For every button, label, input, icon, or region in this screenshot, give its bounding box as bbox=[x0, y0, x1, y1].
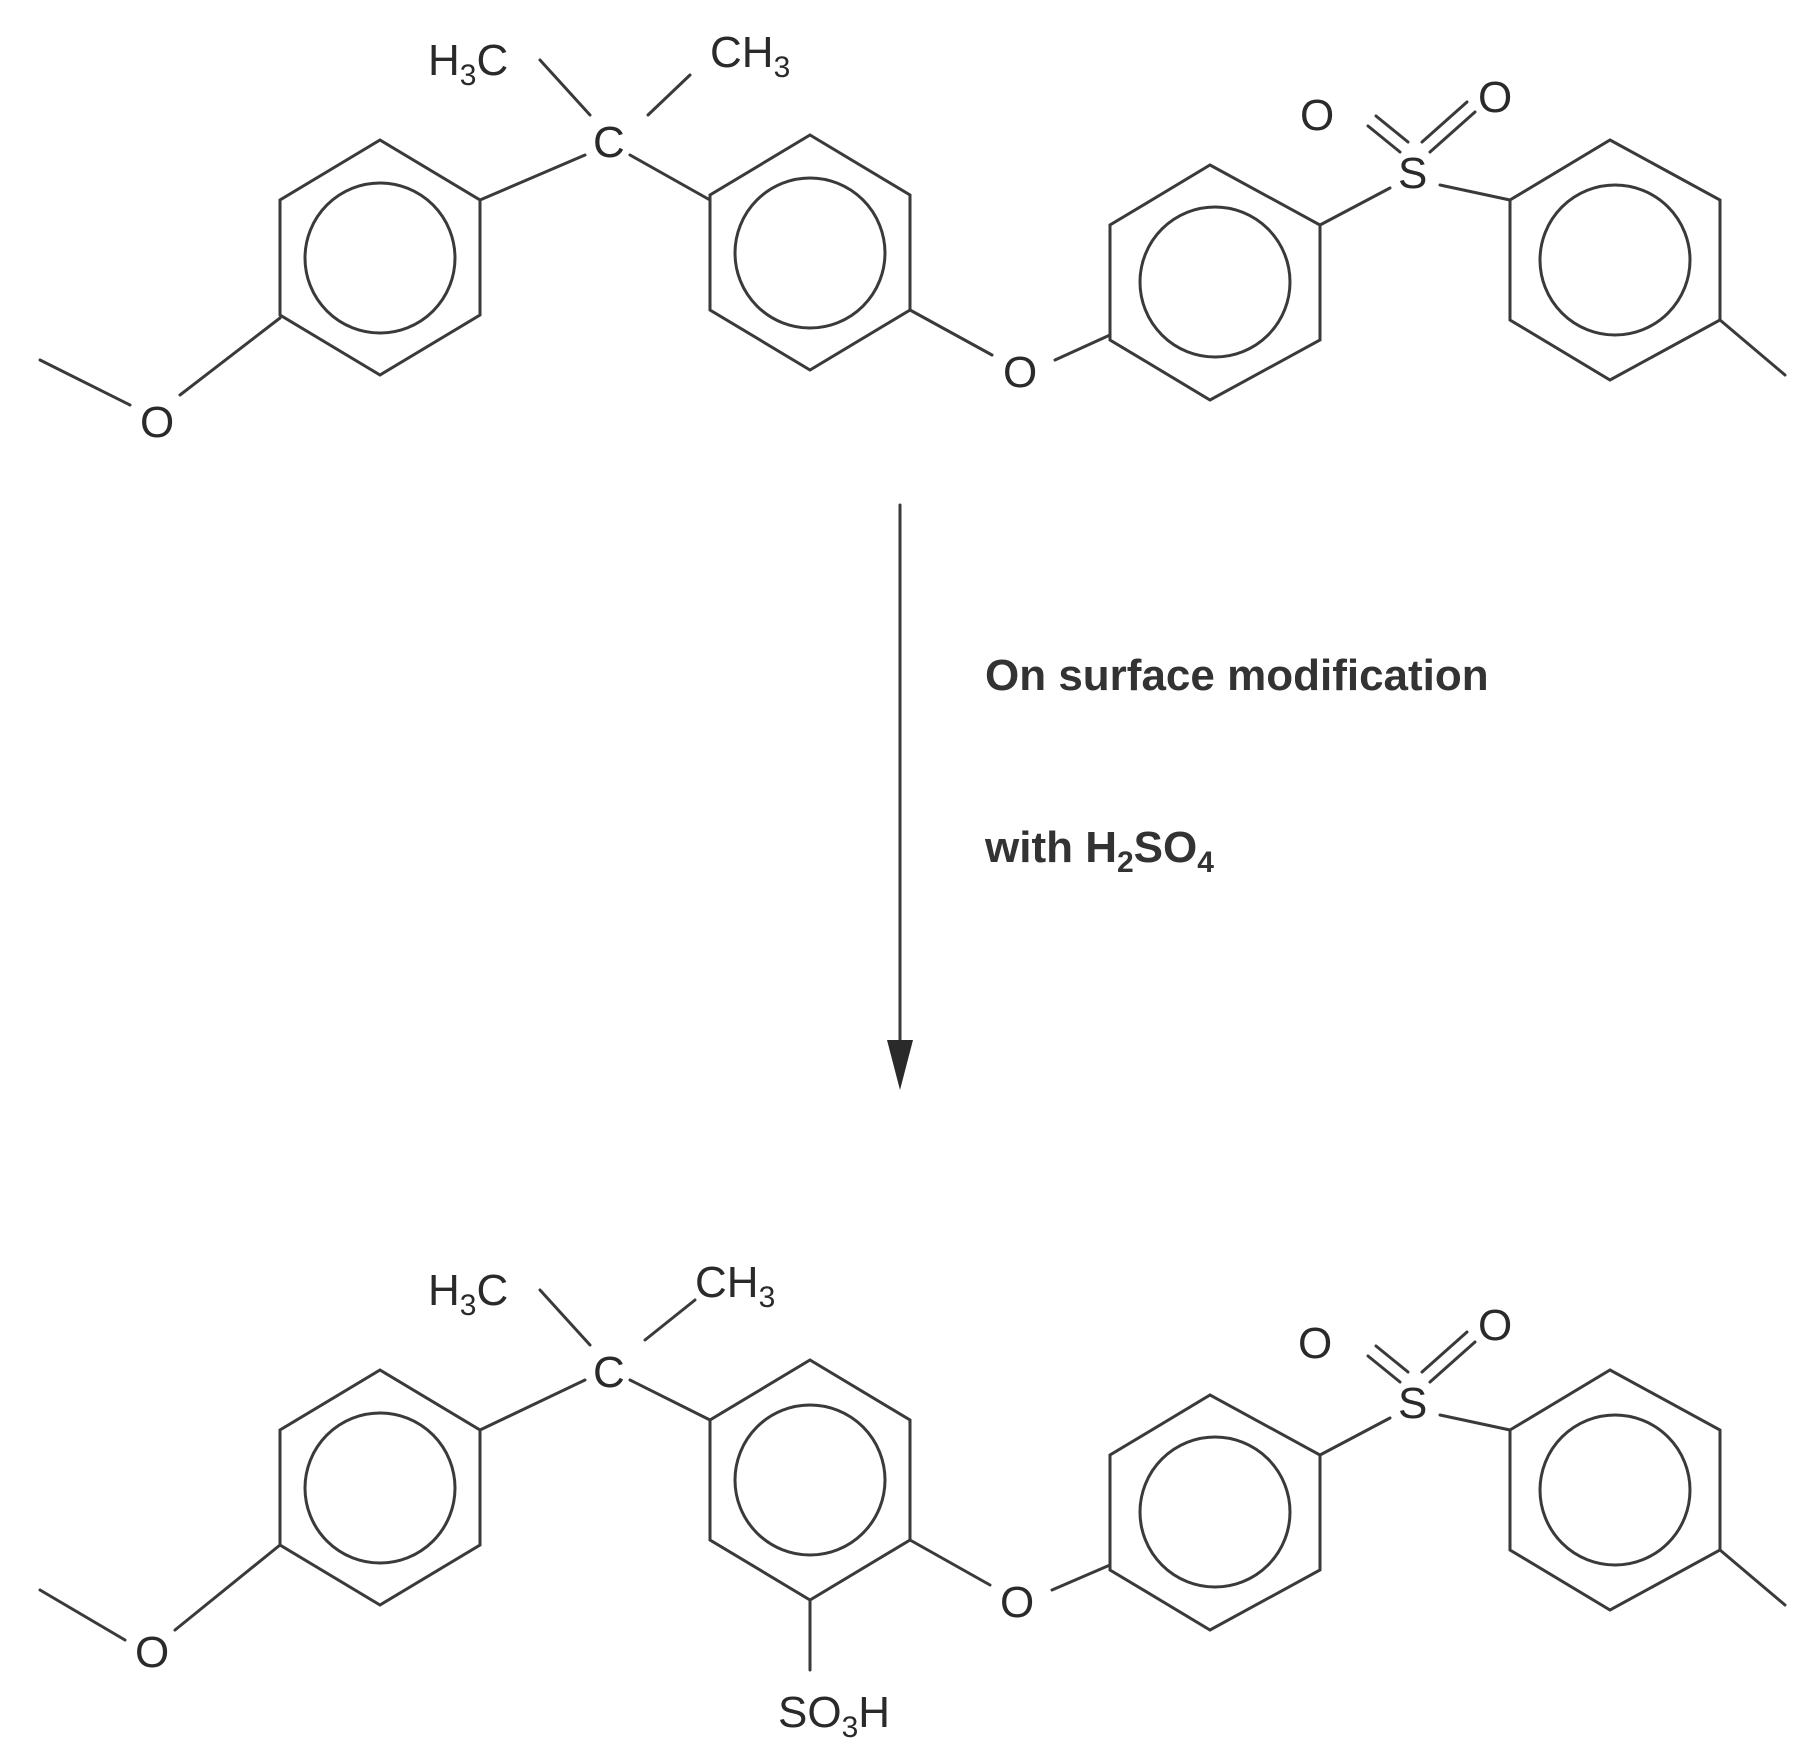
product-sulfonic-acid-label: SO3H bbox=[778, 1688, 890, 1744]
condition-line-1: On surface modification bbox=[985, 651, 1489, 700]
p-ring-d-aromatic-circle bbox=[1538, 1413, 1692, 1567]
p-methoxy-ring-bond bbox=[173, 1543, 282, 1632]
s-o1-double-bond-b bbox=[1374, 114, 1410, 144]
p-s-o2-double-bond-b bbox=[1420, 1330, 1469, 1374]
p-s-o1-double-bond-a bbox=[1366, 1354, 1402, 1384]
p-c-to-methyl-right-bond bbox=[643, 1298, 697, 1342]
ring-c-to-s-bond bbox=[1318, 186, 1392, 227]
s-to-ring-d-bond bbox=[1438, 183, 1512, 202]
p-ring-b-hexagon bbox=[708, 1358, 912, 1602]
product-structure: H3C CH3 C O O S O O SO3H bbox=[38, 1258, 1787, 1744]
product-sulfone-s-label: S bbox=[1398, 1379, 1427, 1428]
p-ring-b-aromatic-circle bbox=[733, 1403, 887, 1557]
p-ring-c-aromatic-circle bbox=[1138, 1435, 1292, 1589]
p-ether-to-ring-c-bond bbox=[1050, 1563, 1112, 1592]
reactant-quaternary-c-label: C bbox=[593, 118, 625, 167]
ring-b-to-ether-bond bbox=[908, 308, 994, 357]
ring-a-hexagon bbox=[278, 138, 482, 377]
reaction-arrow: On surface modification with H2SO4 bbox=[887, 503, 1489, 1090]
p-ring-c-to-s-bond bbox=[1318, 1416, 1392, 1457]
reactant-sulfone-o1-label: O bbox=[1300, 91, 1334, 140]
product-ether-o-label: O bbox=[1000, 1578, 1034, 1627]
ring-d-methyl-bond bbox=[1718, 318, 1787, 377]
reactant-methoxy-o-label: O bbox=[140, 398, 174, 447]
ring-d-hexagon bbox=[1508, 138, 1722, 382]
p-s-to-ring-d-bond bbox=[1438, 1413, 1512, 1432]
p-ring-a-aromatic-circle bbox=[303, 1411, 457, 1565]
ring-b-hexagon bbox=[708, 133, 912, 372]
reactant-methyl-right-label: CH3 bbox=[710, 28, 790, 84]
p-s-o2-double-bond-a bbox=[1428, 1340, 1477, 1384]
p-methoxy-methyl-bond bbox=[38, 1588, 127, 1642]
product-quaternary-c-label: C bbox=[593, 1348, 625, 1397]
product-sulfone-o1-label: O bbox=[1298, 1319, 1332, 1368]
p-ring-b-to-ether-bond bbox=[908, 1538, 992, 1587]
reactant-sulfone-s-label: S bbox=[1398, 149, 1427, 198]
ring-c-aromatic-circle bbox=[1138, 205, 1292, 359]
c-to-ring-b-bond bbox=[628, 153, 712, 202]
reactant-methyl-left-label: H3C bbox=[428, 36, 508, 92]
methoxy-ring-bond bbox=[178, 316, 282, 397]
ring-a-to-c-bond bbox=[478, 153, 587, 202]
product-methoxy-o-label: O bbox=[135, 1628, 169, 1677]
ring-d-aromatic-circle bbox=[1538, 183, 1692, 337]
ring-b-aromatic-circle bbox=[733, 176, 887, 330]
s-o2-double-bond-a bbox=[1428, 110, 1477, 154]
reactant-sulfone-o2-label: O bbox=[1478, 73, 1512, 122]
ether-to-ring-c-bond bbox=[1053, 333, 1112, 362]
reactant-ether-o-label: O bbox=[1003, 348, 1037, 397]
p-ring-d-hexagon bbox=[1508, 1368, 1722, 1612]
product-methyl-right-label: CH3 bbox=[695, 1258, 775, 1314]
c-to-methyl-right-bond bbox=[646, 73, 692, 117]
p-ring-a-to-c-bond bbox=[478, 1378, 587, 1432]
methoxy-methyl-bond bbox=[38, 358, 132, 407]
reactant-structure: H3C CH3 C O O S O O bbox=[38, 28, 1787, 447]
s-o1-double-bond-a bbox=[1366, 124, 1402, 154]
arrow-head bbox=[887, 1040, 913, 1090]
product-methyl-left-label: H3C bbox=[428, 1266, 508, 1322]
c-to-methyl-left-bond bbox=[538, 58, 592, 117]
p-ring-d-methyl-bond bbox=[1718, 1548, 1787, 1607]
p-ring-a-hexagon bbox=[278, 1368, 482, 1607]
ring-a-aromatic-circle bbox=[303, 181, 457, 335]
p-s-o1-double-bond-b bbox=[1374, 1344, 1410, 1374]
condition-line-2: with H2SO4 bbox=[984, 823, 1214, 879]
s-o2-double-bond-b bbox=[1420, 100, 1469, 144]
p-c-to-ring-b-bond bbox=[628, 1378, 712, 1422]
p-c-to-methyl-left-bond bbox=[538, 1288, 592, 1347]
product-sulfone-o2-label: O bbox=[1478, 1301, 1512, 1350]
